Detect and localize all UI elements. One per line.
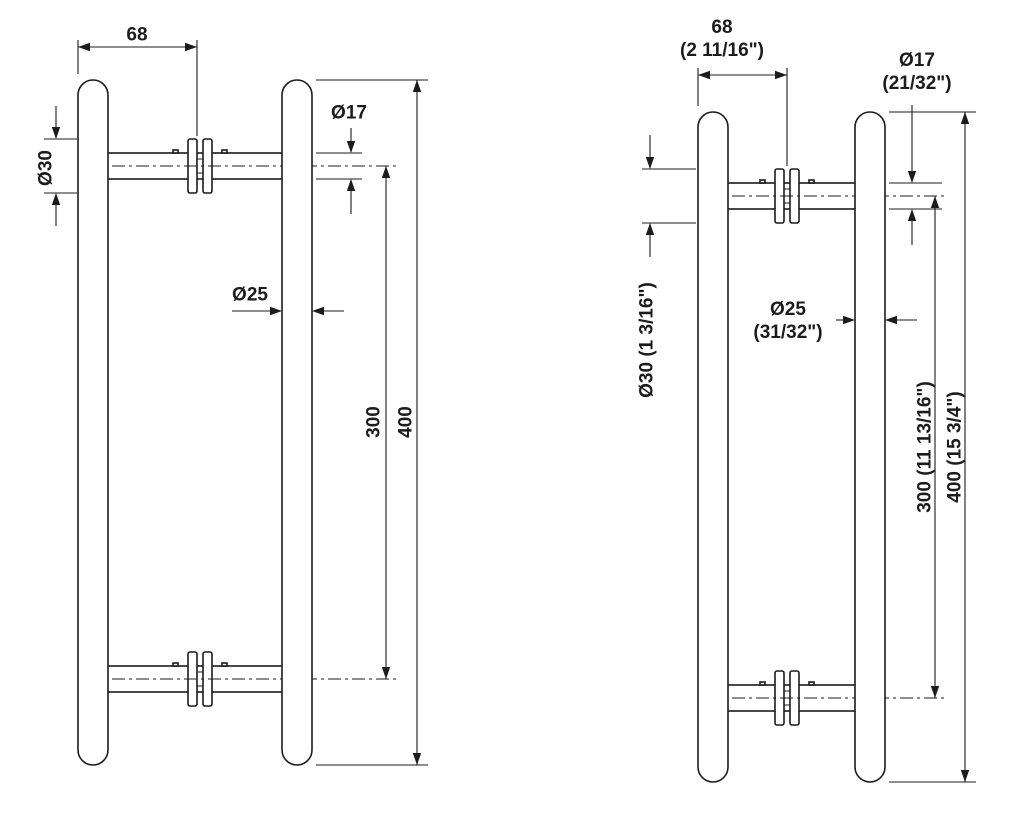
grub-screw bbox=[221, 149, 228, 154]
grub-screw bbox=[221, 662, 228, 667]
dim-label-overall-length-metric: 400 bbox=[395, 406, 417, 438]
dim-width-inch: (2 11/16") bbox=[679, 40, 765, 61]
dim-label-overall-length-imperial: 400 (15 3/4") bbox=[944, 391, 966, 503]
dim-label-rose-diameter-imperial: Ø30 (1 3/16") bbox=[636, 282, 658, 398]
grub-screw bbox=[808, 681, 815, 686]
dim-label-hole-spacing-metric: 300 bbox=[363, 406, 385, 438]
dim-label-post-diameter-metric: Ø17 bbox=[331, 102, 367, 124]
dim-tube-diameter-mm: Ø25 bbox=[770, 299, 806, 320]
dim-label-hole-spacing-imperial: 300 (11 13/16") bbox=[914, 381, 936, 513]
dim-label-ctc-width-metric: 68 bbox=[126, 24, 148, 46]
grub-screw bbox=[759, 179, 766, 184]
dim-label-post-diameter-imperial: Ø17 (21/32") bbox=[882, 49, 951, 95]
metric-dimension-lines bbox=[44, 40, 428, 766]
handle-view-metric bbox=[77, 79, 398, 766]
dim-tube-diameter-inch: (31/32") bbox=[753, 322, 823, 343]
grub-screw bbox=[808, 179, 815, 184]
handle-tube bbox=[77, 79, 109, 766]
grub-screw bbox=[172, 662, 179, 667]
dim-label-rose-diameter-metric: Ø30 bbox=[35, 150, 57, 186]
grub-screw bbox=[759, 681, 766, 686]
dim-label-tube-diameter-metric: Ø25 bbox=[232, 284, 268, 306]
grub-screw bbox=[172, 149, 179, 154]
dim-label-tube-diameter-imperial: Ø25 (31/32") bbox=[753, 298, 822, 344]
dim-post-diameter-mm: Ø17 bbox=[899, 50, 935, 71]
dim-post-diameter-inch: (21/32") bbox=[882, 73, 952, 94]
imperial-dimension-lines bbox=[642, 68, 976, 783]
handle-tube bbox=[281, 79, 313, 766]
handle-tube bbox=[697, 111, 729, 783]
handle-view-imperial bbox=[697, 111, 944, 783]
dim-width-mm: 68 bbox=[711, 17, 733, 38]
handle-tube bbox=[854, 111, 886, 783]
dim-label-ctc-width-imperial: 68 (2 11/16") bbox=[680, 16, 764, 62]
